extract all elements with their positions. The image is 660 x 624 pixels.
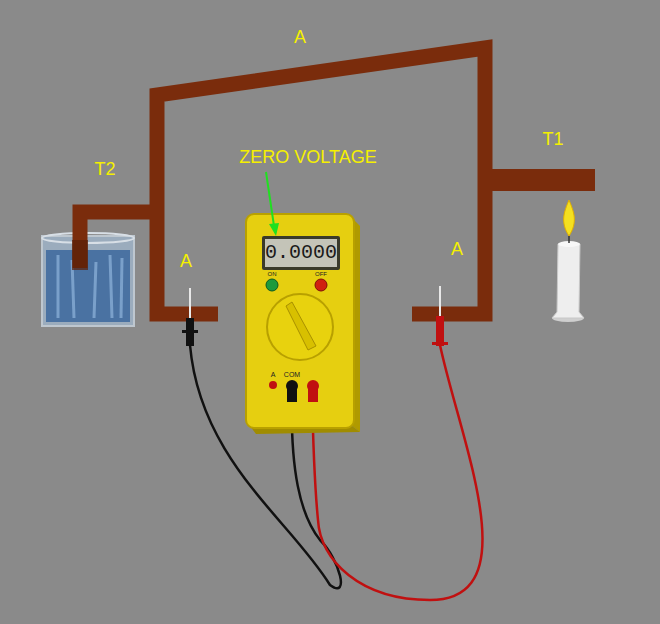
junction-in-ice — [72, 240, 88, 270]
callout-text: ZERO VOLTAGE — [239, 148, 376, 168]
temperature-label: T1 — [542, 130, 563, 150]
temperature-label: T2 — [94, 160, 115, 180]
candle — [552, 200, 584, 322]
metal-label: A — [294, 28, 306, 48]
multimeter — [246, 214, 360, 434]
metal-label: A — [451, 240, 463, 260]
meter-reading: 0.0000 — [265, 242, 337, 264]
metal-label: A — [180, 252, 192, 272]
jack-label: A — [271, 371, 276, 379]
black-probe — [182, 288, 198, 346]
button-label: ON — [268, 271, 277, 278]
pointer-arrow — [266, 172, 279, 236]
red-probe — [432, 286, 448, 346]
jack-label: COM — [284, 371, 300, 379]
ice-bath — [42, 233, 134, 326]
button-label: OFF — [315, 271, 327, 278]
